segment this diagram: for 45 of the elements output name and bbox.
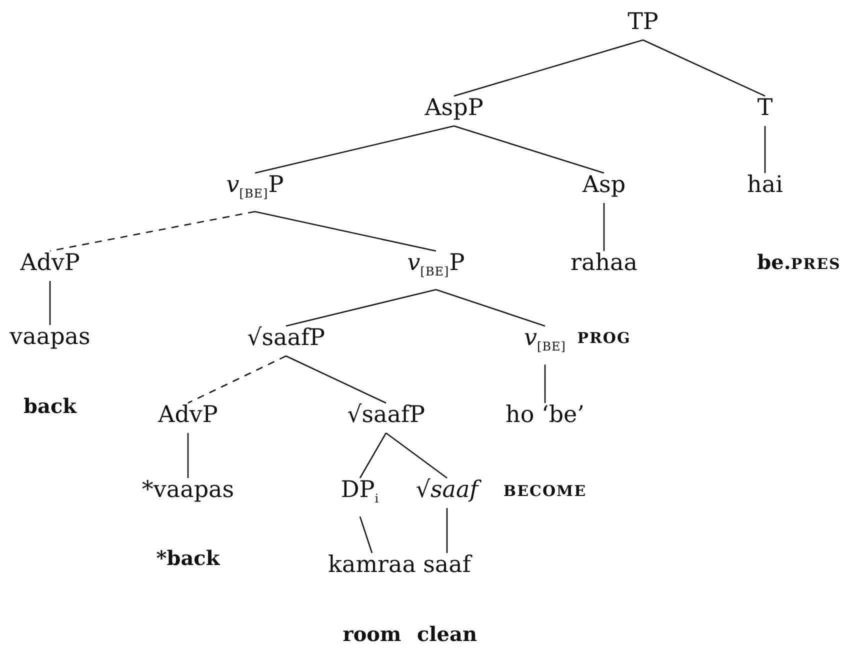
tree-node-label: v$_{[BE]}$P (226, 171, 284, 208)
tree-node-label: *vaapas (142, 476, 234, 504)
tree-branch (286, 288, 436, 327)
tree-branch (446, 508, 448, 553)
tree-node-label: v$_{[BE]}$P (407, 249, 465, 286)
gloss-text: be.PRES (757, 250, 841, 276)
tree-branch (603, 203, 605, 251)
tree-node-label: ho ‘be’ (506, 401, 584, 429)
tree-branch (49, 281, 51, 325)
tree-node-label: rahaa (570, 249, 638, 277)
tree-branch (359, 516, 373, 554)
tree-node-label: v$_{[BE]}$ (524, 324, 566, 361)
tree-node-label: √saafP (247, 324, 325, 352)
tree-branch (254, 125, 454, 174)
tree-branch (254, 210, 436, 252)
tree-node-label: AdvP (158, 401, 218, 429)
tree-node-label: AdvP (20, 249, 80, 277)
tree-node-label: hai (747, 171, 783, 199)
tree-branch (50, 210, 256, 252)
tree-node-label: Asp (582, 171, 626, 199)
tree-node-label: √saafP (347, 401, 425, 429)
tree-branch (187, 433, 189, 478)
tree-branch (454, 39, 644, 97)
tree-branch (386, 432, 448, 479)
gloss-text: clean (417, 622, 477, 646)
tree-branch (359, 432, 387, 478)
tree-branch (454, 125, 604, 174)
tree-node-label: TP (628, 8, 658, 36)
tree-node-label: saaf (423, 551, 471, 579)
tree-branch (544, 364, 546, 403)
gloss-text: BECOME (503, 481, 587, 502)
tree-node-label: T (757, 94, 773, 122)
tree-node-label: vaapas (10, 323, 90, 351)
gloss-text: *back (156, 546, 220, 570)
tree-branch (764, 126, 766, 173)
tree-branch (188, 355, 286, 404)
tree-branch (642, 39, 766, 97)
tree-branch (286, 355, 386, 404)
tree-node-label: DP$_{i}$ (340, 476, 380, 513)
tree-node-label: kamraa (328, 551, 416, 579)
gloss-text: room (342, 622, 402, 646)
gloss-text: back (24, 394, 76, 418)
tree-node-label: AspP (424, 94, 484, 122)
gloss-text: PROG (577, 328, 631, 349)
tree-branch (436, 288, 546, 327)
